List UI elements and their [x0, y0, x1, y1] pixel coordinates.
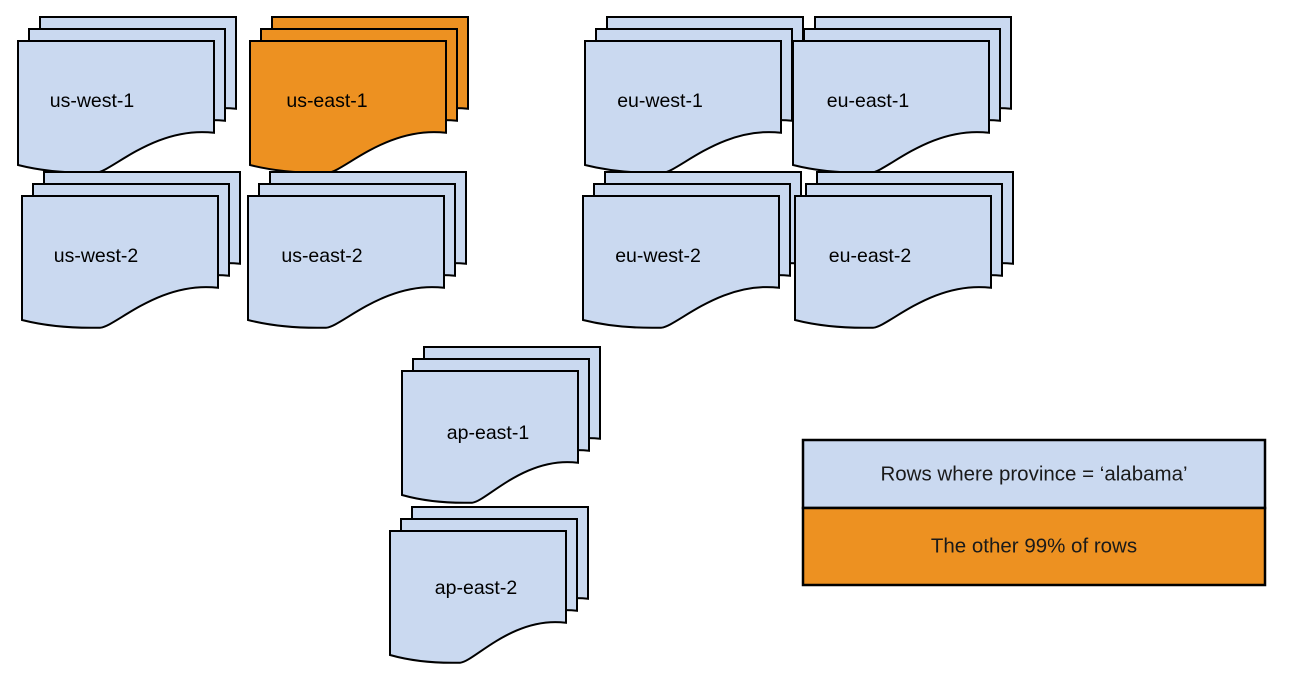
legend-swatch-legend-blue [801, 438, 1267, 510]
legend-label-legend-blue: Rows where province = ‘alabama’ [880, 462, 1187, 485]
document-stack-label: eu-east-1 [827, 90, 909, 112]
document-stack-label: eu-west-1 [617, 90, 703, 112]
document-stack-eu-west-1[interactable]: eu-west-1 [584, 16, 804, 174]
document-stack-us-east-2[interactable]: us-east-2 [247, 171, 467, 329]
document-stack-ap-east-2[interactable]: ap-east-2 [389, 506, 589, 664]
legend: Rows where province = ‘alabama’ The other… [801, 438, 1267, 587]
document-sheet-front-eu-west-2 [582, 195, 780, 329]
document-stack-label: ap-east-1 [447, 422, 529, 444]
document-sheet-front-ap-east-2 [389, 530, 567, 664]
document-sheet-front-us-west-2 [21, 195, 219, 329]
legend-entry-legend-blue: Rows where province = ‘alabama’ [801, 438, 1267, 510]
document-stack-label: us-west-1 [50, 90, 135, 112]
document-stack-eu-east-1[interactable]: eu-east-1 [792, 16, 1012, 174]
legend-label-legend-orange: The other 99% of rows [931, 534, 1137, 557]
document-stack-ap-east-1[interactable]: ap-east-1 [401, 346, 601, 504]
document-sheet-front-eu-east-2 [794, 195, 992, 329]
legend-swatch-legend-orange [801, 506, 1267, 587]
document-stack-label: eu-west-2 [615, 245, 701, 267]
document-stack-label: us-west-2 [54, 245, 139, 267]
legend-entry-legend-orange: The other 99% of rows [801, 506, 1267, 587]
document-stack-label: ap-east-2 [435, 577, 517, 599]
document-stack-label: us-east-2 [281, 245, 362, 267]
document-stack-us-west-2[interactable]: us-west-2 [21, 171, 241, 329]
document-stack-us-west-1[interactable]: us-west-1 [17, 16, 237, 174]
document-stack-label: us-east-1 [286, 90, 367, 112]
document-stack-label: eu-east-2 [829, 245, 911, 267]
document-sheet-front-us-east-2 [247, 195, 445, 329]
document-stacks-group: us-west-1 us-east-1 eu-west-1 eu-east-1 us-w… [17, 16, 1014, 664]
document-stack-eu-west-2[interactable]: eu-west-2 [582, 171, 802, 329]
document-stack-eu-east-2[interactable]: eu-east-2 [794, 171, 1014, 329]
document-stack-us-east-1[interactable]: us-east-1 [249, 16, 469, 174]
document-sheet-front-ap-east-1 [401, 370, 579, 504]
